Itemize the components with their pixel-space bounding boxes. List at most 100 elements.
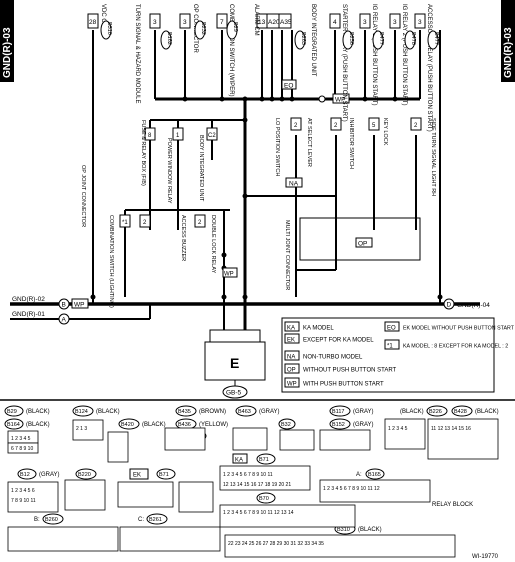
svg-text:INHIBITOR SWITCH: INHIBITOR SWITCH	[348, 118, 354, 169]
svg-text:POWER WINDOW RELAY: POWER WINDOW RELAY	[166, 138, 172, 204]
svg-text:B117: B117	[332, 409, 344, 415]
svg-text:*1: *1	[122, 220, 128, 226]
top-connector-ovals: B310 B162 B232 B29 B263 B256 B477 B478 B…	[100, 20, 439, 50]
svg-text:GND(R)-04: GND(R)-04	[457, 302, 490, 309]
svg-text:7: 7	[220, 19, 224, 26]
connector-details: B29 (BLACK) B164 (BLACK) B124 (BLACK) B4…	[4, 405, 499, 535]
mid-pins: 8 1 C2 2 2 5 2 *1 2 2	[119, 117, 422, 228]
svg-text:EK: EK	[133, 473, 141, 479]
legend: KA KA MODEL EK EXCEPT FOR KA MODEL NA NO…	[281, 317, 515, 393]
svg-text:4: 4	[333, 19, 337, 26]
top-drops	[92, 30, 441, 297]
eo-junction	[318, 95, 326, 103]
svg-text:C:: C:	[138, 517, 144, 523]
svg-text:B420: B420	[121, 422, 134, 428]
svg-text:3: 3	[363, 19, 367, 26]
svg-text:LO POSITION SWITCH: LO POSITION SWITCH	[274, 118, 280, 176]
svg-text:D: D	[447, 302, 452, 309]
svg-text:11 12 13 14 15 16: 11 12 13 14 15 16	[431, 426, 471, 432]
svg-text:1 2 3 4 5: 1 2 3 4 5	[388, 426, 408, 432]
svg-text:KA MODEL: KA MODEL	[303, 326, 334, 332]
svg-text:B:: B:	[34, 517, 40, 523]
eo-text: EO	[284, 83, 293, 90]
svg-text:A: A	[62, 317, 67, 324]
svg-text:B256: B256	[348, 32, 354, 45]
svg-text:2: 2	[294, 123, 298, 129]
svg-text:(BLACK): (BLACK)	[400, 409, 424, 415]
ground-labels: GND(R)-02 B WP GND(R)-01 A D GND(R)-04	[12, 296, 490, 325]
svg-text:*1: *1	[387, 344, 393, 350]
svg-text:B12: B12	[20, 472, 30, 478]
svg-text:B226: B226	[429, 409, 442, 415]
svg-text:DOUBLE LOCK RELAY: DOUBLE LOCK RELAY	[210, 215, 216, 274]
eo-box	[281, 79, 297, 90]
drawing-id: WI-19770	[472, 554, 499, 560]
svg-text:COMBINATION SWITCH (WIPER): COMBINATION SWITCH (WIPER)	[228, 4, 234, 97]
svg-text:B436: B436	[178, 422, 191, 428]
na-text: NA	[289, 181, 299, 188]
svg-text:WP: WP	[74, 302, 84, 309]
mid-drops	[124, 120, 417, 297]
svg-text:B29: B29	[7, 409, 17, 415]
svg-text:B71: B71	[159, 472, 169, 478]
svg-text:BODY INTEGRATED UNIT: BODY INTEGRATED UNIT	[310, 4, 316, 77]
svg-text:KA: KA	[235, 458, 243, 464]
svg-text:1 2 3 4 5: 1 2 3 4 5	[11, 436, 31, 442]
svg-text:WITHOUT PUSH BUTTON START: WITHOUT PUSH BUTTON START	[303, 368, 397, 374]
svg-text:A20: A20	[268, 19, 280, 26]
svg-text:KEY LOCK: KEY LOCK	[382, 118, 388, 146]
na-box	[285, 177, 303, 188]
svg-text:A35: A35	[280, 19, 292, 26]
svg-text:FUSE & RELAY BOX (F/B): FUSE & RELAY BOX (F/B)	[140, 120, 146, 186]
wp-text-mid: WP	[224, 272, 234, 278]
svg-text:B152: B152	[332, 422, 345, 428]
svg-text:ALARM CM: ALARM CM	[253, 4, 259, 36]
svg-text:2: 2	[198, 220, 202, 226]
svg-text:B164: B164	[7, 422, 20, 428]
svg-text:2 1 3: 2 1 3	[76, 426, 87, 432]
svg-text:C2: C2	[208, 133, 216, 139]
svg-text:B435: B435	[178, 409, 191, 415]
svg-text:SIDE TURN SIGNAL LIGHT RH: SIDE TURN SIGNAL LIGHT RH	[430, 118, 436, 196]
svg-text:STARTER RELAY (PUSH BUTTON STA: STARTER RELAY (PUSH BUTTON START)	[341, 4, 347, 122]
svg-text:IG RELAY 2 (PUSH BUTTON START): IG RELAY 2 (PUSH BUTTON START)	[401, 4, 407, 105]
svg-text:B29: B29	[232, 22, 238, 32]
svg-text:GB-5: GB-5	[226, 390, 242, 397]
svg-text:TURN SIGNAL & HAZARD MODULE: TURN SIGNAL & HAZARD MODULE	[134, 4, 140, 103]
wp-box-top	[332, 93, 350, 104]
op-box	[355, 237, 373, 248]
svg-text:2: 2	[414, 123, 418, 129]
svg-text:B478: B478	[410, 32, 416, 45]
svg-text:NA: NA	[287, 355, 295, 361]
svg-text:8: 8	[148, 133, 152, 139]
svg-text:B71: B71	[259, 457, 269, 463]
svg-text:MULTI JOINT CONNECTOR: MULTI JOINT CONNECTOR	[284, 220, 290, 290]
svg-text:B124: B124	[75, 409, 88, 415]
svg-text:(BROWN): (BROWN)	[199, 409, 226, 415]
svg-text:BODY INTEGRATED UNIT: BODY INTEGRATED UNIT	[198, 135, 204, 202]
multi-joint-box	[299, 217, 421, 261]
svg-text:VDC CM: VDC CM	[100, 4, 106, 28]
svg-text:B428: B428	[454, 409, 467, 415]
svg-text:12 13 14 15 16 17 18 19 20 21: 12 13 14 15 16 17 18 19 20 21	[223, 482, 291, 488]
svg-text:(BLACK): (BLACK)	[96, 409, 120, 415]
svg-text:WITH PUSH BUTTON START: WITH PUSH BUTTON START	[303, 382, 384, 388]
side-label-right: GND(R)-03	[501, 0, 515, 82]
svg-text:EK MODEL WITHOUT PUSH BUTTON S: EK MODEL WITHOUT PUSH BUTTON START	[403, 326, 515, 332]
svg-text:(YELLOW): (YELLOW)	[199, 422, 228, 428]
svg-text:OP JOINT CONNECTOR: OP JOINT CONNECTOR	[80, 165, 86, 227]
svg-text:(BLACK): (BLACK)	[26, 409, 50, 415]
svg-text:B263: B263	[300, 32, 306, 45]
svg-text:(BLACK): (BLACK)	[475, 409, 499, 415]
svg-text:2: 2	[143, 220, 147, 226]
svg-text:13: 13	[258, 19, 266, 26]
svg-text:B: B	[62, 302, 66, 309]
svg-text:(GRAY): (GRAY)	[39, 472, 60, 478]
svg-text:(BLACK): (BLACK)	[26, 422, 50, 428]
svg-text:3: 3	[183, 19, 187, 26]
svg-text:3: 3	[153, 19, 157, 26]
svg-text:B310: B310	[106, 22, 112, 35]
svg-text:E: E	[230, 355, 239, 371]
svg-text:EK: EK	[287, 338, 295, 344]
